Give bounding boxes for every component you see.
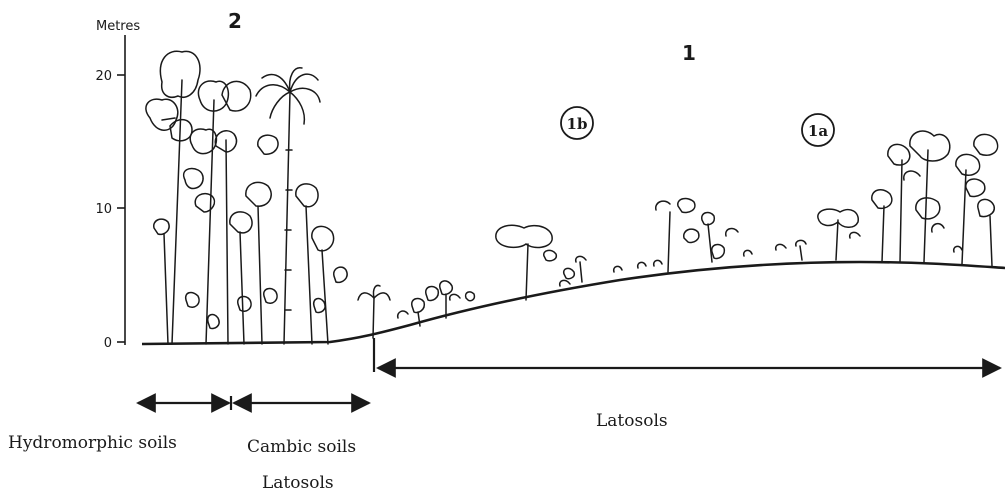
- subzone-1b-label: 1b: [567, 115, 588, 133]
- hydromorphic-soils-label: Hydromorphic soils: [8, 433, 177, 453]
- zone-2-label: 2: [228, 9, 242, 33]
- soil-extent-arrows: [138, 338, 1000, 410]
- latosols-label: Latosols: [596, 411, 668, 431]
- tick-label-0: 0: [104, 336, 112, 351]
- shrub-zone-1b: [398, 199, 806, 326]
- cambic-soils-label: Cambic soils: [247, 437, 356, 457]
- tick-label-10: 10: [95, 202, 112, 217]
- axis-unit-label: Metres: [96, 19, 140, 34]
- tick-label-20: 20: [95, 69, 112, 84]
- subzone-1a-label: 1a: [808, 122, 828, 140]
- subzone-1a-marker: 1a: [802, 114, 834, 146]
- tall-forest-zone-2: [146, 51, 390, 344]
- zone-1-label: 1: [682, 41, 696, 65]
- forest-zone-1a: [818, 131, 998, 266]
- subzone-1b-marker: 1b: [561, 107, 593, 139]
- cambic-latosols-label: Latosols: [262, 473, 334, 493]
- height-axis: [117, 35, 125, 345]
- vegetation-sketch: [146, 51, 998, 344]
